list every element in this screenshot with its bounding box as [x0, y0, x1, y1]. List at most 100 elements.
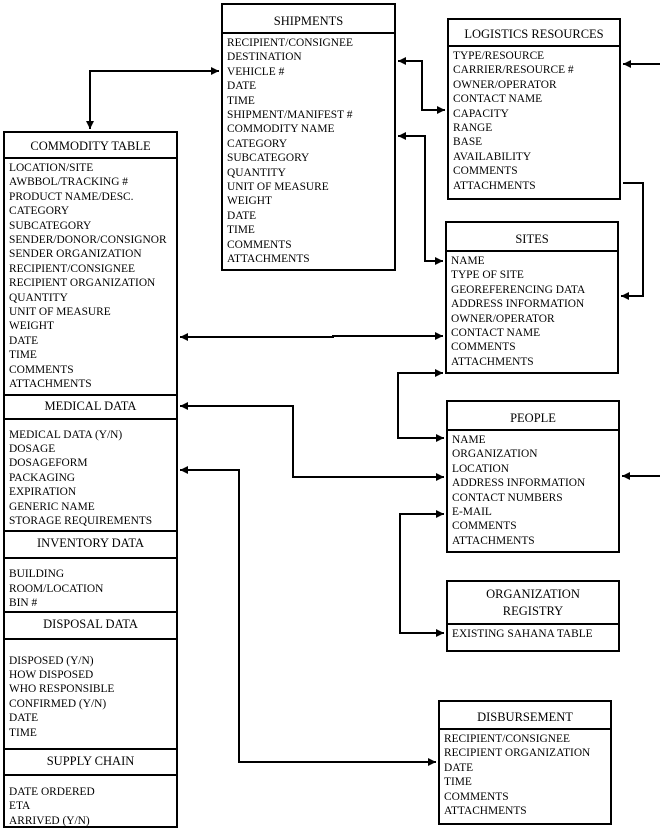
field: WEIGHT	[9, 320, 54, 333]
field: RECIPIENT ORGANIZATION	[9, 277, 156, 290]
sites-entity: SITES NAME TYPE OF SITE GEOREFERENCING D…	[445, 221, 619, 374]
field: RECIPIENT/CONSIGNEE	[227, 37, 353, 49]
field: WEIGHT	[227, 195, 272, 208]
field: DISPOSED (Y/N)	[9, 654, 94, 667]
field: COMMODITY NAME	[227, 123, 335, 136]
title-divider	[447, 250, 617, 252]
field: UNIT OF MEASURE	[9, 306, 111, 319]
field: COMMENTS	[9, 363, 74, 376]
field: LOCATION	[452, 462, 509, 475]
connector-medical-disbursement	[180, 466, 436, 766]
field: HOW DISPOSED	[9, 668, 94, 681]
inventory-data-fields: BUILDING ROOM/LOCATION BIN #	[5, 559, 176, 610]
field: GEOREFERENCING DATA	[451, 283, 586, 296]
supply-chain-fields: DATE ORDERED ETA ARRIVED (Y/N)	[5, 776, 176, 828]
organization-registry-entity: ORGANIZATION REGISTRY EXISTING SAHANA TA…	[446, 580, 620, 652]
title-divider	[5, 157, 176, 159]
field: ATTACHMENTS	[452, 534, 535, 547]
field: WHO RESPONSIBLE	[9, 683, 115, 696]
inventory-data-section-header: INVENTORY DATA	[5, 530, 176, 560]
shipments-entity: SHIPMENTS RECIPIENT/CONSIGNEE DESTINATIO…	[221, 3, 396, 271]
supply-chain-title: SUPPLY CHAIN	[46, 754, 135, 768]
disposal-data-section-header: DISPOSAL DATA	[5, 610, 176, 640]
field: E-MAIL	[452, 506, 492, 519]
field: LOCATION/SITE	[9, 162, 94, 174]
field: COMMENTS	[452, 520, 517, 533]
organization-registry-title-line2: REGISTRY	[502, 604, 564, 618]
field: ROOM/LOCATION	[9, 582, 104, 595]
disposal-data-title: DISPOSAL DATA	[43, 616, 138, 631]
people-title: PEOPLE	[510, 411, 556, 425]
field: DOSAGEFORM	[9, 457, 88, 470]
disbursement-entity: DISBURSEMENT RECIPIENT/CONSIGNEE RECIPIE…	[438, 700, 612, 825]
field: CONTACT NAME	[451, 327, 541, 340]
organization-registry-fields: EXISTING SAHANA TABLE	[448, 627, 618, 641]
field: ATTACHMENTS	[444, 805, 527, 818]
field: QUANTITY	[9, 291, 68, 304]
field: TIME	[9, 726, 37, 739]
field: ADDRESS INFORMATION	[451, 298, 585, 311]
disposal-data-fields: DISPOSED (Y/N) HOW DISPOSED WHO RESPONSI…	[5, 640, 176, 740]
connector-shipments-sites	[398, 132, 443, 265]
field: EXISTING SAHANA TABLE	[452, 628, 593, 640]
field: DOSAGE	[9, 442, 56, 455]
field: CONFIRMED (Y/N)	[9, 697, 107, 710]
field: DATE ORDERED	[9, 786, 95, 798]
field: SENDER ORGANIZATION	[9, 248, 142, 261]
organization-registry-title: ORGANIZATION REGISTRY	[448, 582, 618, 623]
field: STORAGE REQUIREMENTS	[9, 514, 153, 527]
inventory-data-title: INVENTORY DATA	[37, 536, 144, 551]
field: SUBCATEGORY	[227, 152, 310, 165]
connector-people-orgregistry	[399, 510, 444, 637]
field: CONTACT NUMBERS	[452, 491, 563, 504]
field: ATTACHMENTS	[9, 378, 92, 391]
field: DESTINATION	[227, 51, 302, 64]
field: TYPE OF SITE	[451, 269, 524, 282]
title-divider	[440, 728, 610, 730]
field: TIME	[227, 224, 255, 237]
field: EXPIRATION	[9, 486, 77, 499]
field: ATTACHMENTS	[451, 355, 534, 368]
field: COMMENTS	[451, 341, 516, 354]
field: TYPE/RESOURCE	[453, 50, 545, 62]
connector-medical-people	[180, 402, 444, 481]
field: OWNER/OPERATOR	[451, 312, 555, 325]
title-divider	[223, 32, 394, 34]
sites-fields: NAME TYPE OF SITE GEOREFERENCING DATA AD…	[447, 254, 617, 369]
connector-commodity-sites	[180, 332, 443, 341]
field: GENERIC NAME	[9, 500, 95, 513]
people-fields: NAME ORGANIZATION LOCATION ADDRESS INFOR…	[448, 433, 618, 548]
field: ETA	[9, 800, 31, 813]
field: SHIPMENT/MANIFEST #	[227, 109, 353, 122]
field: CATEGORY	[9, 205, 70, 218]
commodity-table-title: COMMODITY TABLE	[30, 139, 151, 153]
commodity-table-fields: LOCATION/SITE AWBBOL/TRACKING # PRODUCT …	[5, 161, 176, 392]
field: DATE	[227, 209, 257, 222]
connector-logistics-sites	[621, 182, 644, 300]
logistics-resources-entity: LOGISTICS RESOURCES TYPE/RESOURCE CARRIE…	[447, 18, 621, 200]
field: RECIPIENT/CONSIGNEE	[9, 262, 135, 275]
field: BASE	[453, 136, 483, 149]
title-divider	[448, 623, 618, 625]
connector-commodity-shipments	[86, 67, 219, 129]
field: CAPACITY	[453, 107, 509, 120]
connector-shipments-logistics	[398, 57, 445, 114]
field: AVAILABILITY	[453, 150, 532, 163]
field: CONTACT NAME	[453, 93, 543, 106]
field: PRODUCT NAME/DESC.	[9, 190, 134, 203]
organization-registry-title-line1: ORGANIZATION	[486, 587, 580, 601]
field: UNIT OF MEASURE	[227, 181, 329, 194]
field: NAME	[452, 434, 486, 446]
field: SENDER/DONOR/CONSIGNOR	[9, 234, 167, 247]
disbursement-title: DISBURSEMENT	[477, 710, 573, 724]
shipments-title: SHIPMENTS	[273, 14, 344, 28]
medical-data-section-header: MEDICAL DATA	[5, 393, 176, 420]
field: DATE	[9, 712, 39, 725]
disbursement-fields: RECIPIENT/CONSIGNEE RECIPIENT ORGANIZATI…	[440, 732, 610, 818]
medical-data-title: MEDICAL DATA	[44, 398, 137, 413]
field: VEHICLE #	[227, 65, 285, 78]
field: BUILDING	[9, 568, 65, 581]
field: COMMENTS	[444, 790, 509, 803]
logistics-resources-title: LOGISTICS RESOURCES	[464, 27, 604, 41]
